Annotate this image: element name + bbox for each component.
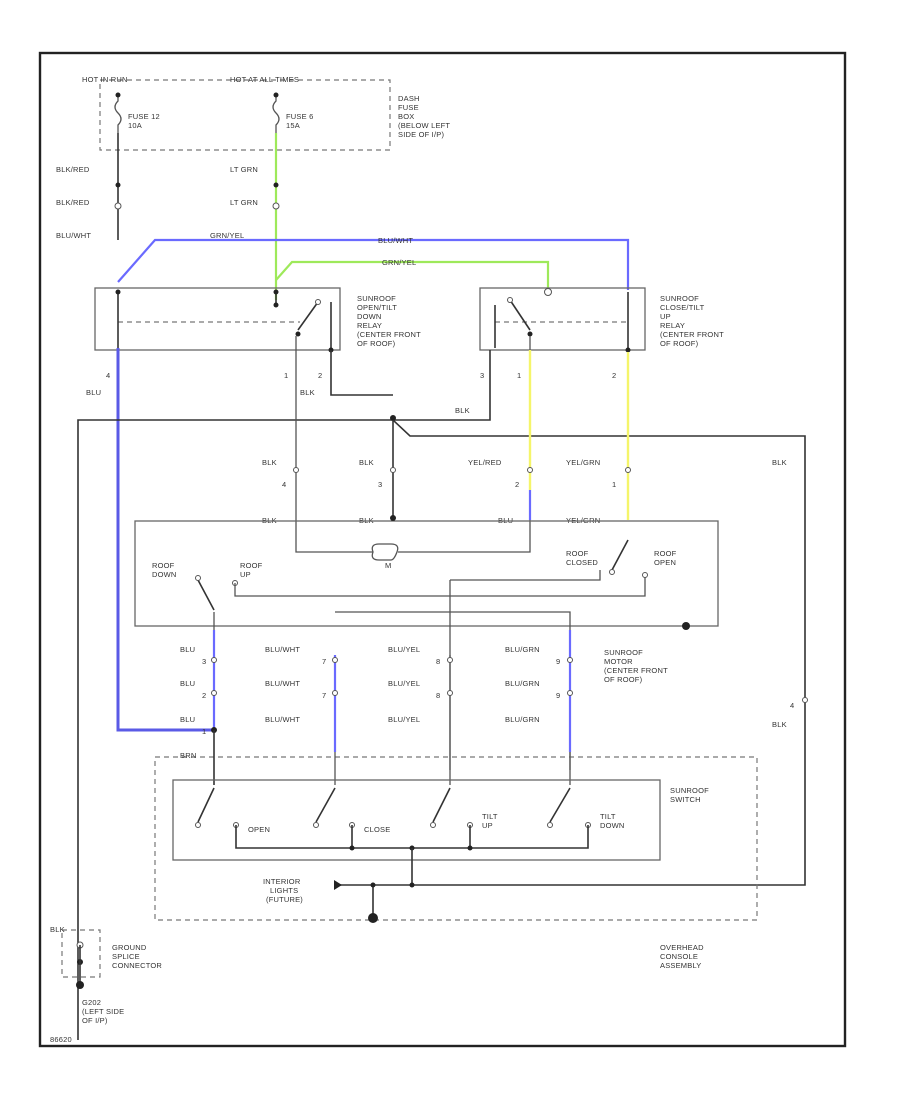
- ground-splice-outline: [61, 929, 101, 978]
- sunroof-switch-label: SUNROOF SWITCH: [670, 786, 711, 804]
- pos-close: CLOSE: [364, 825, 390, 834]
- col3-w1: BLU/YEL: [388, 645, 420, 654]
- overhead-label: OVERHEAD CONSOLE ASSEMBLY: [660, 943, 706, 970]
- motor-right-wire: BLK: [772, 720, 787, 729]
- col1-w1: BLU: [180, 645, 195, 654]
- roof-top-wire-4: YEL/GRN: [566, 458, 600, 467]
- relay2-pin-1: 1: [517, 371, 521, 380]
- col2-p2: 7: [322, 691, 326, 700]
- hot-run-label: HOT IN RUN: [82, 75, 128, 84]
- fuse-box-label: DASH FUSE BOX (BELOW LEFT SIDE OF I/P): [398, 94, 452, 139]
- relay1-pin-1: 1: [284, 371, 288, 380]
- col1-p3: 1: [202, 727, 206, 736]
- wire-label-bluwht: BLU/WHT: [56, 231, 91, 240]
- wire-blu-wht-top: [117, 238, 630, 290]
- wire-label-blu-relay1: BLU: [86, 388, 101, 397]
- col4-w3: BLU/GRN: [505, 715, 540, 724]
- interior-lights-label: INTERIOR LIGHTS (FUTURE): [263, 877, 303, 904]
- roof-top-pin-3: 2: [515, 480, 519, 489]
- col3-p1: 8: [436, 657, 440, 666]
- relay2-pin-3: 3: [480, 371, 484, 380]
- wire-label-blk-right: BLK: [772, 458, 787, 467]
- relay2-pin-2: 2: [612, 371, 616, 380]
- fuse6-symbol: [272, 95, 280, 133]
- pos-open: OPEN: [248, 825, 270, 834]
- roof-top-pin-1: 4: [282, 480, 286, 489]
- col1-w2: BLU: [180, 679, 195, 688]
- roof-top-wire-1: BLK: [262, 458, 277, 467]
- roof-switch-connector: BLK BLK YEL/RED YEL/GRN 4 3 2 1 BLK BLK …: [262, 458, 616, 525]
- wire-blk-bus: [77, 419, 806, 1040]
- motor-label: SUNROOF MOTOR (CENTER FRONT OF ROOF): [604, 648, 670, 684]
- diagram-id: 86620: [50, 1035, 72, 1044]
- relay1-box: [94, 287, 341, 351]
- col2-w3: BLU/WHT: [265, 715, 300, 724]
- col3-w2: BLU/YEL: [388, 679, 420, 688]
- relay1-pin-4: 4: [106, 371, 110, 380]
- relay-close-tilt-up: SUNROOF CLOSE/TILT UP RELAY (CENTER FRON…: [479, 287, 726, 380]
- col3-p2: 8: [436, 691, 440, 700]
- wire-blu-left: [116, 348, 214, 732]
- relay2-box: [479, 287, 646, 351]
- relay1-pin-2: 2: [318, 371, 322, 380]
- col3-w3: BLU/YEL: [388, 715, 420, 724]
- diagram-frame: [38, 51, 847, 1048]
- wire-blk-relay1: [330, 350, 393, 396]
- col2-p1: 7: [322, 657, 326, 666]
- col1-w3: BLU: [180, 715, 195, 724]
- wire-label-blkred-2: BLK/RED: [56, 198, 90, 207]
- wire-label-blk-relay1: BLK: [300, 388, 315, 397]
- col1-p2: 2: [202, 691, 206, 700]
- fuse12-symbol: [114, 95, 122, 133]
- wire-label-ltgrn-2: LT GRN: [230, 198, 258, 207]
- col4-p1: 9: [556, 657, 560, 666]
- relay2-label: SUNROOF CLOSE/TILT UP RELAY (CENTER FRON…: [660, 294, 726, 348]
- wire-grn-yel: [275, 260, 550, 290]
- wire-label-grnyel-1: GRN/YEL: [210, 231, 244, 240]
- roof-top-pin-2: 3: [378, 480, 382, 489]
- col1-p1: 3: [202, 657, 206, 666]
- relay1-label: SUNROOF OPEN/TILT DOWN RELAY (CENTER FRO…: [357, 294, 423, 348]
- roof-top-wire-3: YEL/RED: [468, 458, 502, 467]
- overhead-console-outline: [154, 756, 758, 921]
- fuse-box-outline: [99, 79, 391, 151]
- col4-w1: BLU/GRN: [505, 645, 540, 654]
- motor-connector: BLU 3 BLU 2 BLU 1 BLU/WHT 7 BLU/WHT 7 BL…: [180, 630, 808, 752]
- roof-top-wire-2: BLK: [359, 458, 374, 467]
- relay-open-tilt-down: SUNROOF OPEN/TILT DOWN RELAY (CENTER FRO…: [94, 287, 423, 380]
- motor-right-pin: 4: [790, 701, 794, 710]
- roof-top-pin-4: 1: [612, 480, 616, 489]
- hot-all-label: HOT AT ALL TIMES: [230, 75, 299, 84]
- ground-splice: BLK GROUND SPLICE CONNECTOR G202 (LEFT S…: [50, 925, 162, 1025]
- motor-letter: M: [385, 561, 391, 570]
- wire-blk-relay2: [393, 350, 491, 421]
- brn-label: BRN: [180, 751, 196, 760]
- roof-switch-box: [134, 520, 719, 627]
- ground-blk-label: BLK: [50, 925, 65, 934]
- col4-w2: BLU/GRN: [505, 679, 540, 688]
- col2-w1: BLU/WHT: [265, 645, 300, 654]
- wire-label-bluwht-top: BLU/WHT: [378, 236, 413, 245]
- wire-label-ltgrn-1: LT GRN: [230, 165, 258, 174]
- wire-label-grnyel-2: GRN/YEL: [382, 258, 416, 267]
- splice-label: GROUND SPLICE CONNECTOR: [112, 943, 162, 970]
- col4-p2: 9: [556, 691, 560, 700]
- sunroof-switch-box: [172, 779, 661, 861]
- wire-label-blkred-1: BLK/RED: [56, 165, 90, 174]
- g202-label: G202 (LEFT SIDE OF I/P): [82, 998, 127, 1025]
- wire-label-blk-center: BLK: [455, 406, 470, 415]
- col2-w2: BLU/WHT: [265, 679, 300, 688]
